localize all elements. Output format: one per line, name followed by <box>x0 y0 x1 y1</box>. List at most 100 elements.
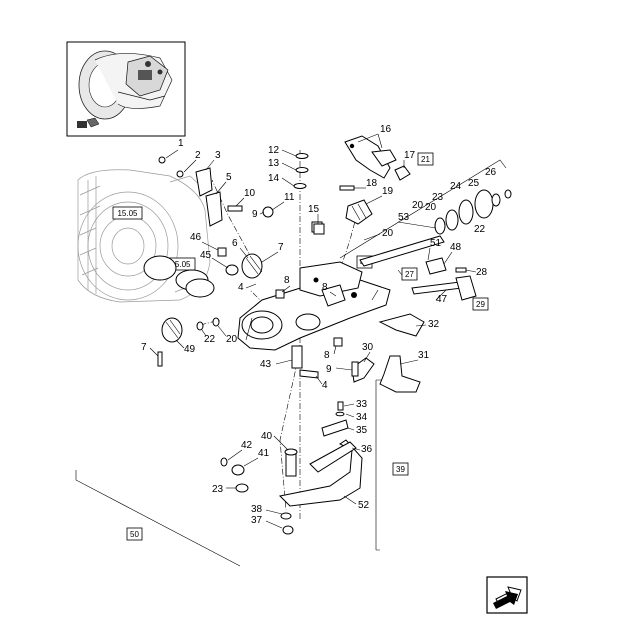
callout-53: 53 <box>398 212 410 223</box>
tractor-rear-axle-thumbnail-icon <box>78 50 173 120</box>
callout-20-right: 20 <box>425 202 437 213</box>
callout-33: 33 <box>356 399 368 410</box>
callout-22-right: 22 <box>474 224 486 235</box>
callout-31: 31 <box>418 350 430 361</box>
ref-box-39[interactable]: 39 <box>392 462 409 476</box>
transmission-housing-outline <box>77 169 211 303</box>
washer-parts-left[interactable] <box>196 317 220 331</box>
bracket-part-3[interactable] <box>195 167 223 227</box>
bracket-part-16[interactable] <box>344 135 397 179</box>
callout-22-left: 22 <box>204 334 216 345</box>
screw-parts-1-2[interactable] <box>158 156 184 178</box>
callout-47: 47 <box>436 294 448 305</box>
callout-18: 18 <box>366 178 378 189</box>
ref-label: 29 <box>476 300 485 309</box>
callout-5: 5 <box>226 172 232 183</box>
callout-36: 36 <box>361 444 373 455</box>
bracket-part-35[interactable] <box>321 419 349 437</box>
callout-41: 41 <box>258 448 270 459</box>
callout-16: 16 <box>380 124 392 135</box>
callout-12: 12 <box>268 145 280 156</box>
pin-part-7[interactable] <box>157 351 163 367</box>
callout-48: 48 <box>450 242 462 253</box>
plate-part-32[interactable] <box>378 313 425 337</box>
callout-8-b: 8 <box>322 282 328 293</box>
ref-label: 39 <box>396 465 405 474</box>
fitting-part-15[interactable] <box>313 223 325 235</box>
callout-1: 1 <box>178 138 184 149</box>
callout-24: 24 <box>450 181 462 192</box>
ref-box-50[interactable]: 50 <box>126 527 143 541</box>
callout-40: 40 <box>261 431 273 442</box>
callout-13: 13 <box>268 158 280 169</box>
hydraulic-lift-housing[interactable] <box>237 261 391 351</box>
callout-42: 42 <box>241 440 253 451</box>
callout-52: 52 <box>358 500 370 511</box>
ref-box-15-05-upper[interactable]: 15.05 <box>112 206 143 220</box>
link-part-36[interactable] <box>309 441 357 473</box>
leader-lines <box>149 133 477 529</box>
callout-20-mid: 20 <box>412 200 424 211</box>
grouping-lines <box>75 159 507 567</box>
pin-part-43[interactable] <box>291 345 303 369</box>
callout-37: 37 <box>251 515 263 526</box>
callout-8-a: 8 <box>284 275 290 286</box>
rod-part-40[interactable] <box>284 448 298 477</box>
next-page-arrow-icon <box>493 586 522 609</box>
callout-17: 17 <box>404 150 416 161</box>
ref-box-27[interactable]: 27 <box>401 267 418 281</box>
callout-14: 14 <box>268 173 280 184</box>
link-arm-part-52[interactable] <box>278 439 363 507</box>
callout-25: 25 <box>468 178 480 189</box>
callout-43: 43 <box>260 359 272 370</box>
lever-part-47[interactable] <box>411 257 477 301</box>
callout-11: 11 <box>284 192 295 203</box>
gear-part-6[interactable] <box>241 253 263 279</box>
callout-20-upper: 20 <box>382 228 394 239</box>
callout-10: 10 <box>244 188 256 199</box>
callout-7-left: 7 <box>141 342 147 353</box>
pin-part-28[interactable] <box>455 267 467 273</box>
nut-part-11[interactable] <box>262 206 274 218</box>
bolt-parts-37-38[interactable] <box>280 512 294 535</box>
ref-box-21[interactable]: 21 <box>417 152 434 166</box>
callout-34: 34 <box>356 412 368 423</box>
next-page-button[interactable] <box>486 576 528 614</box>
nut-part-45[interactable] <box>225 264 239 276</box>
washer-parts-12-14[interactable] <box>293 153 309 189</box>
callout-4-lower: 4 <box>322 380 328 391</box>
callout-9-lower: 9 <box>326 364 332 375</box>
ref-label: 50 <box>130 530 139 539</box>
screw-parts-33-34[interactable] <box>335 401 345 417</box>
callout-7-upper: 7 <box>278 242 284 253</box>
bolt-part-10[interactable] <box>227 205 243 212</box>
bolt-part-18[interactable] <box>339 185 355 191</box>
seal-rings[interactable] <box>143 255 215 298</box>
callout-46: 46 <box>190 232 202 243</box>
callout-28: 28 <box>476 267 488 278</box>
callout-6: 6 <box>232 238 238 249</box>
callout-23-left: 23 <box>212 484 224 495</box>
callout-8-c: 8 <box>324 350 330 361</box>
callout-32: 32 <box>428 319 440 330</box>
callout-4-upper: 4 <box>238 282 244 293</box>
callout-26: 26 <box>485 167 497 178</box>
pin-part-17[interactable] <box>394 165 411 181</box>
ref-label: 21 <box>421 155 430 164</box>
washer-parts-41-42[interactable] <box>220 457 249 493</box>
bolt-part-46[interactable] <box>217 247 227 257</box>
ref-label: 15.05 <box>117 209 138 218</box>
hose-part-4[interactable] <box>299 369 319 379</box>
valve-part-19[interactable] <box>345 199 373 225</box>
shaft-part-53[interactable] <box>359 235 445 267</box>
bolt-part-9[interactable] <box>351 361 359 377</box>
callout-20-left: 20 <box>226 334 238 345</box>
ref-box-29[interactable]: 29 <box>472 297 489 311</box>
ref-label: 15.05 <box>170 260 191 269</box>
cylinder-part-49[interactable] <box>161 317 183 343</box>
arm-part-31[interactable] <box>379 355 421 393</box>
thumbnail-panel[interactable] <box>66 41 186 137</box>
callout-3: 3 <box>215 150 221 161</box>
disc-stack-parts-20-26[interactable] <box>434 189 512 235</box>
